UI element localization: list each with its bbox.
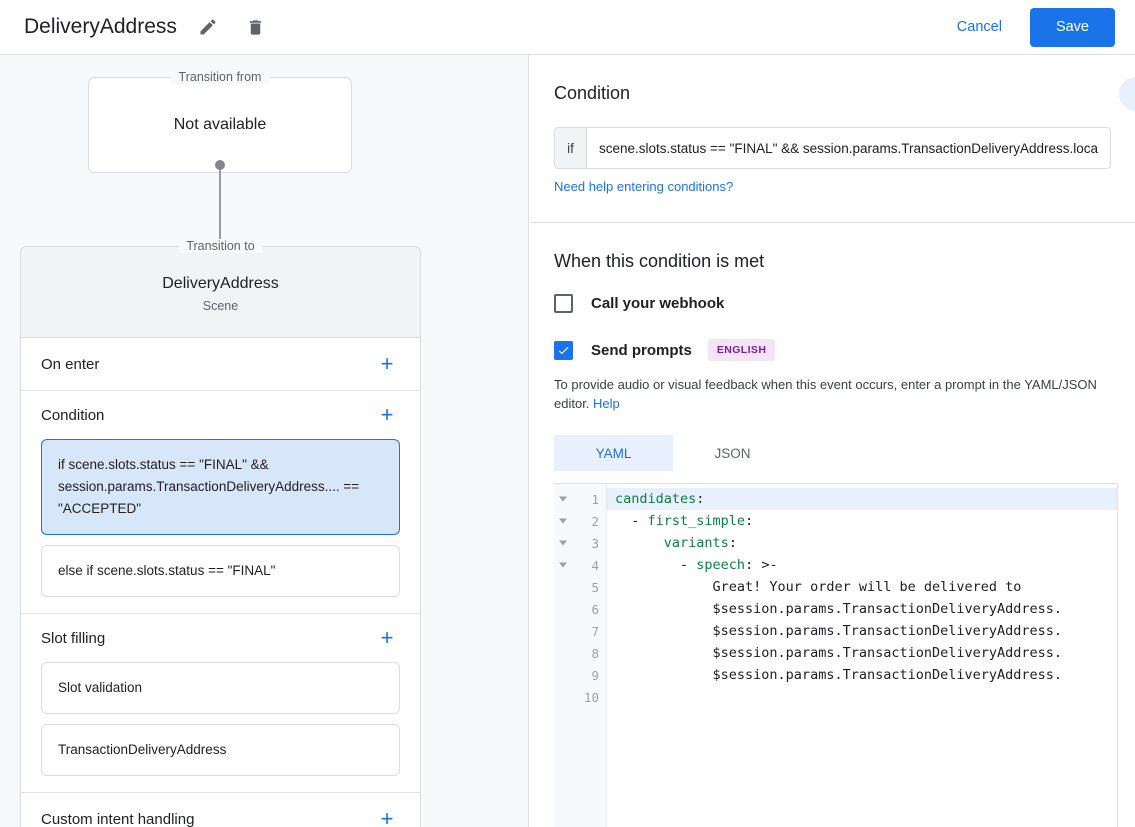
transition-to-subtitle: Scene <box>202 299 239 313</box>
editor-code-line[interactable]: candidates: <box>607 488 1117 510</box>
editor-line-number: 2 <box>554 510 606 532</box>
editor-code-line[interactable]: $session.params.TransactionDeliveryAddre… <box>615 601 1063 617</box>
transition-from-card: Transition from Not available <box>88 70 352 173</box>
editor-code-line[interactable]: variants: <box>663 535 737 551</box>
editor-line-number: 7 <box>591 623 599 639</box>
topbar-actions: Cancel Save <box>943 7 1115 47</box>
edit-pencil-icon[interactable] <box>191 10 225 44</box>
cancel-button[interactable]: Cancel <box>943 10 1016 44</box>
slot-item[interactable]: TransactionDeliveryAddress <box>41 724 400 776</box>
slot-validation-item[interactable]: Slot validation <box>41 662 400 714</box>
condition-section: Condition if Need help entering conditio… <box>530 55 1135 196</box>
add-on-enter-button[interactable]: + <box>380 351 394 376</box>
when-condition-met-heading: When this condition is met <box>554 251 765 271</box>
section-title-condition: Condition <box>41 406 105 424</box>
section-on-enter: On enter + <box>21 338 420 391</box>
send-prompts-label: Send prompts <box>591 341 692 359</box>
editor-code-line[interactable]: $session.params.TransactionDeliveryAddre… <box>615 667 1063 683</box>
editor-line-number: 8 <box>591 645 599 661</box>
transition-to-card: Transition to DeliveryAddress Scene <box>20 239 421 338</box>
editor-format-tabs: YAML JSON <box>554 435 1111 471</box>
editor-code-line[interactable]: - speech: >- <box>615 557 778 573</box>
section-slot-filling: Slot filling + Slot validation Transacti… <box>21 614 420 793</box>
call-webhook-checkbox[interactable] <box>554 294 573 313</box>
fold-triangle-icon[interactable] <box>559 518 567 524</box>
transition-to-legend: Transition to <box>178 239 263 253</box>
editor-code-line[interactable] <box>607 686 1117 708</box>
section-title-slot-filling: Slot filling <box>41 629 106 647</box>
transition-from-value: Not available <box>173 116 267 133</box>
section-divider <box>530 222 1135 223</box>
editor-code-line[interactable]: $session.params.TransactionDeliveryAddre… <box>615 645 1063 661</box>
fold-triangle-icon[interactable] <box>559 496 567 502</box>
top-app-bar: DeliveryAddress Cancel Save <box>0 0 1135 55</box>
save-button[interactable]: Save <box>1029 7 1115 47</box>
editor-line-number: 10 <box>583 689 599 705</box>
editor-line-number: 9 <box>591 667 599 683</box>
scene-sections-list: On enter + Condition + if scene.slots.st… <box>20 338 421 827</box>
editor-line-number: 1 <box>554 488 606 510</box>
prompt-help-link[interactable]: Help <box>593 396 620 411</box>
editor-code-line[interactable]: $session.params.TransactionDeliveryAddre… <box>615 623 1063 639</box>
section-condition: Condition + if scene.slots.status == "FI… <box>21 391 420 614</box>
condition-item[interactable]: else if scene.slots.status == "FINAL" <box>41 545 400 597</box>
editor-code-area[interactable]: candidates: - first_simple: variants: - … <box>607 484 1117 827</box>
editor-line-number: 5 <box>591 579 599 595</box>
tab-yaml[interactable]: YAML <box>554 435 673 471</box>
condition-help-link[interactable]: Need help entering conditions? <box>554 179 734 194</box>
condition-heading: Condition <box>554 83 631 103</box>
add-condition-button[interactable]: + <box>380 402 394 427</box>
condition-expression-input[interactable] <box>587 128 1110 168</box>
add-custom-intent-button[interactable]: + <box>380 806 394 827</box>
prompt-hint-text: To provide audio or visual feedback when… <box>554 375 1111 413</box>
call-webhook-label: Call your webhook <box>591 295 725 312</box>
trash-delete-icon[interactable] <box>239 10 273 44</box>
chevron-right-icon[interactable] <box>1119 77 1135 111</box>
editor-line-number: 6 <box>591 601 599 617</box>
condition-item-selected[interactable]: if scene.slots.status == "FINAL" && sess… <box>41 439 400 535</box>
add-slot-filling-button[interactable]: + <box>380 625 394 650</box>
prompt-hint-body: To provide audio or visual feedback when… <box>554 377 1097 411</box>
send-prompts-checkbox[interactable] <box>554 340 573 360</box>
fold-triangle-icon[interactable] <box>559 562 567 568</box>
condition-if-field[interactable]: if <box>554 127 1111 169</box>
section-title-custom-intent: Custom intent handling <box>41 810 195 827</box>
right-panel: Condition if Need help entering conditio… <box>530 55 1135 827</box>
transition-to-name: DeliveryAddress <box>162 275 279 292</box>
editor-code-line[interactable]: Great! Your order will be delivered to <box>615 579 1022 595</box>
language-badge: ENGLISH <box>707 339 776 361</box>
editor-line-number: 3 <box>554 532 606 554</box>
transition-from-legend: Transition from <box>170 70 270 84</box>
page-title: DeliveryAddress <box>24 15 177 38</box>
when-condition-met-section: When this condition is met Call your web… <box>530 223 1135 471</box>
webhook-checkbox-row[interactable]: Call your webhook <box>554 294 1111 313</box>
editor-line-number: 4 <box>554 554 606 576</box>
send-prompts-row[interactable]: Send prompts ENGLISH <box>554 339 1111 361</box>
editor-code-line[interactable]: - first_simple: <box>615 513 754 529</box>
if-prefix-label: if <box>555 128 587 168</box>
fold-triangle-icon[interactable] <box>559 540 567 546</box>
section-title-on-enter: On enter <box>41 355 100 373</box>
section-custom-intent-handling: Custom intent handling + <box>21 793 420 827</box>
left-panel: Transition from Not available Transition… <box>0 55 529 827</box>
tab-json[interactable]: JSON <box>714 445 751 461</box>
